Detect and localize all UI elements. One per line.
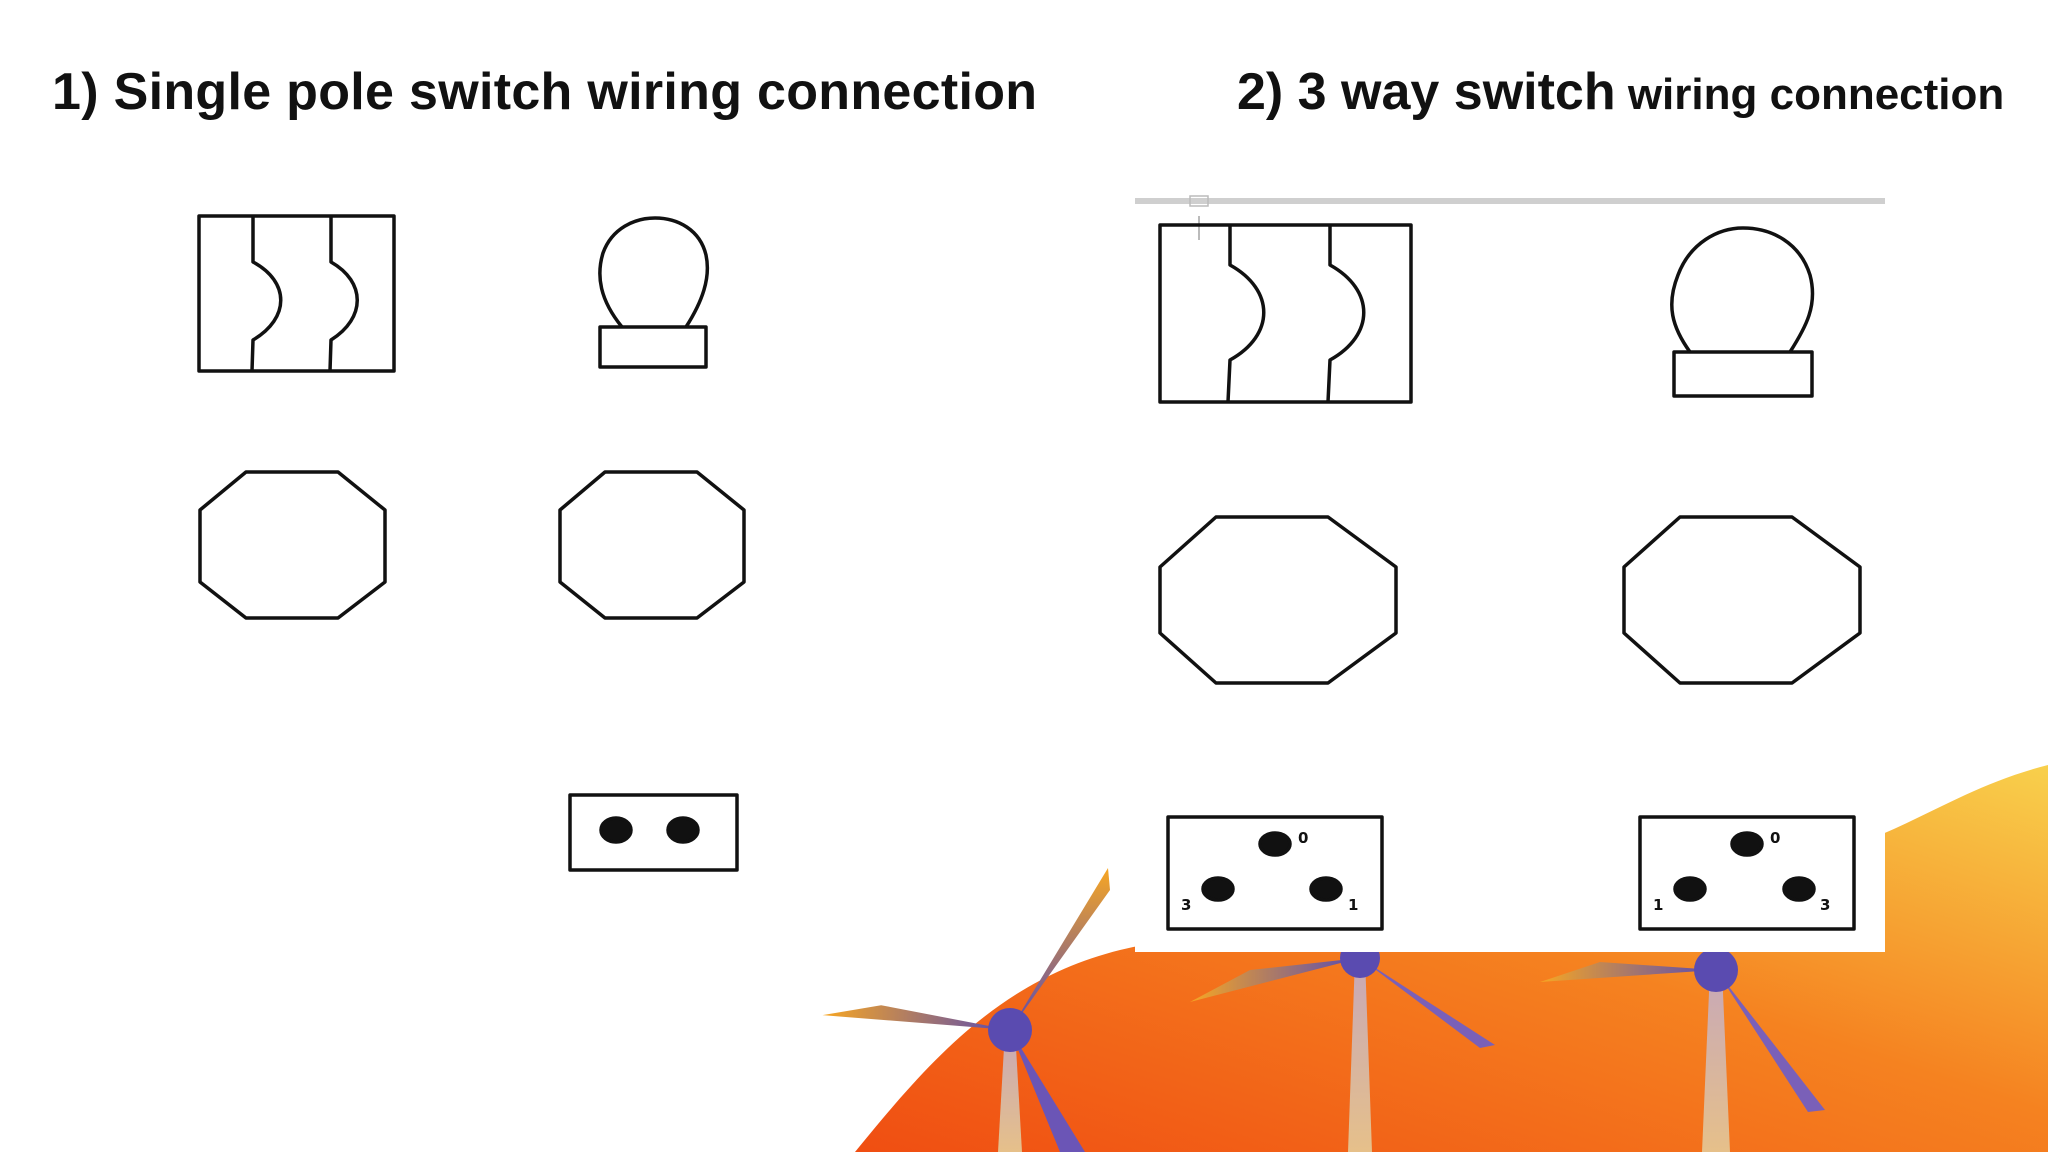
socket1-label-top: 0: [1298, 829, 1308, 847]
three-way-title: 2) 3 way switch wiring connection: [1237, 62, 2004, 122]
three-way-title-main: 2) 3 way switch: [1237, 63, 1616, 121]
wind-turbine-1: [822, 868, 1110, 1152]
left-bulb-symbol: [598, 216, 710, 369]
left-junction-box-1: [198, 470, 387, 620]
left-junction-box-2: [558, 470, 746, 620]
wind-turbine-3: [1540, 948, 1825, 1152]
left-switch-symbol: [197, 214, 396, 373]
single-pole-title: 1) Single pole switch wiring connection: [52, 63, 1038, 121]
socket2-label-right: 3: [1820, 896, 1830, 914]
socket2-label-top: 0: [1770, 829, 1780, 847]
three-way-title-rest: wiring connection: [1615, 70, 2005, 119]
right-junction-box-1: [1158, 515, 1398, 685]
socket2-label-left: 1: [1653, 896, 1663, 914]
right-socket-1: [1166, 815, 1384, 931]
socket1-label-left: 3: [1181, 896, 1191, 914]
right-bulb-symbol: [1670, 226, 1815, 398]
right-socket-2: [1638, 815, 1856, 931]
orange-wave: [855, 765, 2048, 1152]
right-junction-box-2: [1622, 515, 1862, 685]
right-switch-symbol: [1158, 223, 1413, 404]
left-socket-symbol: [568, 793, 739, 872]
wind-turbine-2: [1190, 938, 1495, 1152]
socket1-label-right: 1: [1348, 896, 1358, 914]
